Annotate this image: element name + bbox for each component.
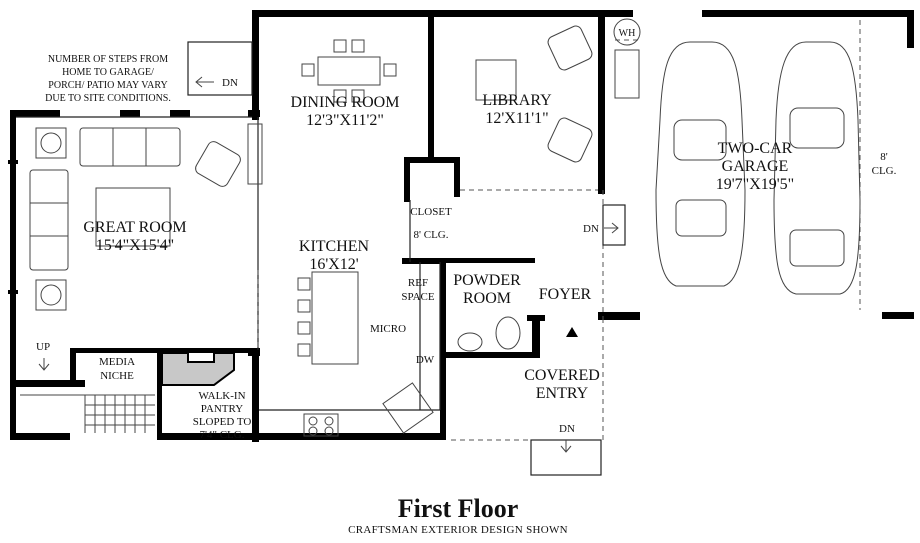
fireplace-icon — [161, 352, 235, 386]
sink-basin — [457, 332, 483, 352]
dining-room-label: DINING ROOM — [291, 94, 400, 111]
entry-arrow-icon — [566, 327, 578, 337]
dining-room-size: 12'3"X11'2" — [306, 112, 384, 129]
pantry-label-1: WALK-IN — [198, 390, 245, 402]
kitchen-label: KITCHEN — [299, 238, 370, 255]
armchair-icon — [547, 25, 593, 71]
arrows — [38, 76, 619, 453]
media-niche-label-2: NICHE — [100, 370, 134, 382]
foyer-label: FOYER — [539, 286, 592, 303]
closet-label: CLOSET — [410, 206, 452, 218]
dn-label-foyer: DN — [583, 223, 599, 235]
powder-room-label-1: POWDER — [453, 272, 521, 289]
great-room-size: 15'4"X15'4" — [96, 237, 174, 254]
plan-subtitle: CRAFTSMAN EXTERIOR DESIGN SHOWN — [348, 524, 568, 536]
garage-ceiling-label-1: 8' — [880, 151, 888, 163]
pantry-label-2: PANTRY — [201, 403, 243, 415]
dn-label-porch: DN — [559, 423, 575, 435]
car-right-icon — [773, 41, 861, 295]
note-line-4: DUE TO SITE CONDITIONS. — [45, 93, 171, 104]
site-note: NUMBER OF STEPS FROM HOME TO GARAGE/ POR… — [45, 54, 171, 104]
coffee-table — [95, 187, 171, 247]
powder-room-label-2: ROOM — [463, 290, 511, 307]
dn-label-steps-garage: DN — [222, 77, 238, 89]
garage-size: 19'7"X19'5" — [716, 176, 794, 193]
note-line-1: NUMBER OF STEPS FROM — [48, 54, 168, 65]
water-heater-icon — [613, 18, 641, 46]
garage-label-1: TWO-CAR — [718, 140, 793, 157]
dw-label: DW — [416, 354, 435, 366]
up-label: UP — [36, 341, 50, 353]
plan-title: First Floor — [398, 494, 519, 523]
water-heater-label: WH — [619, 28, 636, 39]
kitchen-island — [311, 271, 359, 365]
ref-space-label-2: SPACE — [401, 291, 435, 303]
pantry-label-3: SLOPED TO — [193, 416, 252, 428]
furniture — [29, 18, 641, 437]
fixture-labels: CLOSET 8' CLG. REF SPACE MICRO DW MEDIA … — [36, 28, 897, 441]
toilet-icon — [495, 316, 521, 350]
sofa — [79, 127, 181, 167]
pantry-label-4: 7'4" CLG. — [200, 429, 245, 441]
walls — [8, 10, 914, 442]
library-desk — [475, 59, 517, 101]
cooktop-icon — [303, 413, 339, 437]
covered-entry-label-1: COVERED — [524, 367, 600, 384]
sofa-side — [29, 169, 69, 271]
note-line-2: HOME TO GARAGE/ — [62, 67, 154, 78]
note-line-3: PORCH/ PATIO MAY VARY — [48, 80, 167, 91]
partitions — [16, 20, 861, 476]
room-labels: GREAT ROOM 15'4"X15'4" DINING ROOM 12'3"… — [83, 92, 794, 402]
media-niche-label-1: MEDIA — [99, 356, 135, 368]
garage-ceiling-label-2: CLG. — [872, 165, 897, 177]
sink-icon — [382, 382, 434, 434]
car-left-icon — [655, 41, 746, 287]
ref-space-label-1: REF — [408, 277, 428, 289]
stair-treads — [20, 394, 155, 433]
micro-label: MICRO — [370, 323, 406, 335]
library-label: LIBRARY — [482, 92, 552, 109]
garage-label-2: GARAGE — [722, 158, 789, 175]
closet-ceiling-label: 8' CLG. — [414, 229, 449, 241]
library-size: 12'X11'1" — [485, 110, 548, 127]
cars — [655, 41, 861, 295]
dining-table — [317, 56, 381, 86]
great-room-label: GREAT ROOM — [83, 219, 186, 236]
covered-entry-label-2: ENTRY — [536, 385, 589, 402]
kitchen-size: 16'X12' — [309, 256, 358, 273]
